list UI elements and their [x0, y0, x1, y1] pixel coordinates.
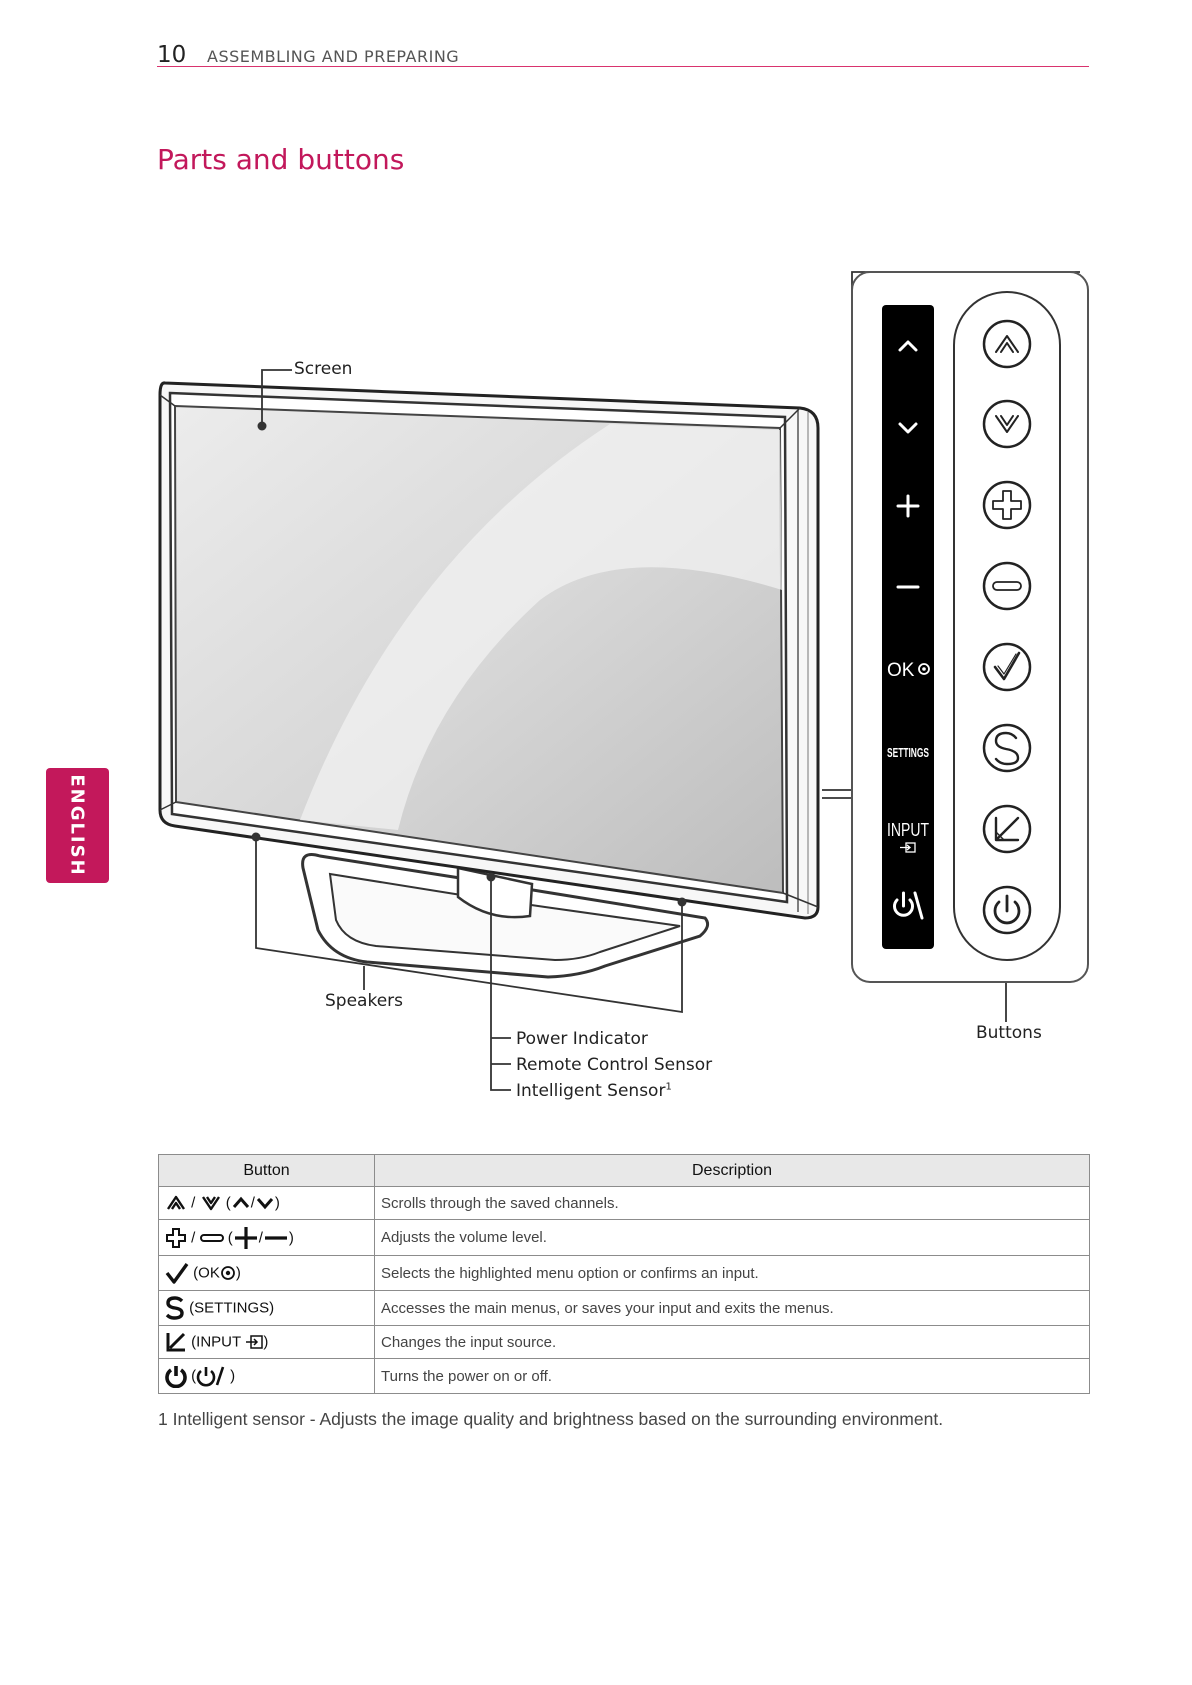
description-cell: Changes the input source.	[374, 1325, 1090, 1359]
column-header-button: Button	[158, 1154, 375, 1187]
label-power-indicator: Power Indicator	[516, 1029, 648, 1049]
input-arrow-icon	[166, 1332, 186, 1352]
label-strip: OK SETTINGS INPUT	[882, 305, 934, 949]
settings-button[interactable]	[982, 723, 1032, 773]
table-row: (INPUT ) Changes the input source.	[158, 1325, 1090, 1359]
table-row: / (/) Scrolls through the saved channels…	[158, 1186, 1090, 1220]
label-speakers: Speakers	[325, 991, 404, 1011]
double-down-chevron-icon	[995, 415, 1019, 433]
tv-body	[158, 381, 820, 920]
column-header-description: Description	[374, 1154, 1090, 1187]
strip-input-icon	[900, 842, 916, 853]
button-cell: / (/)	[158, 1186, 375, 1220]
label-intelligent-sensor: Intelligent Sensor1	[516, 1081, 672, 1101]
outlined-plus-icon	[992, 490, 1022, 520]
strip-power-icon	[893, 891, 924, 920]
up-chevron-icon	[232, 1196, 249, 1208]
button-cell: / (/)	[158, 1219, 375, 1256]
section-title: ASSEMBLING AND PREPARING	[207, 47, 460, 66]
minus-icon	[264, 1235, 287, 1240]
input-button[interactable]	[982, 804, 1032, 854]
description-cell: Scrolls through the saved channels.	[374, 1186, 1090, 1220]
s-icon	[165, 1296, 184, 1320]
tv-stand	[301, 853, 710, 979]
button-description-table: Button Description / (/) Scrolls through…	[158, 1154, 1090, 1394]
strip-ok-dot-icon	[918, 663, 930, 675]
footnote: 1 Intelligent sensor - Adjusts the image…	[158, 1409, 944, 1429]
strip-input-label: INPUT	[887, 820, 929, 840]
down-chevron-icon	[256, 1198, 273, 1210]
check-icon	[993, 651, 1021, 681]
description-cell: Adjusts the volume level.	[374, 1219, 1090, 1256]
strip-ok-label: OK	[887, 660, 915, 681]
button-cell: (OK)	[158, 1255, 375, 1291]
strip-up-icon	[898, 340, 918, 352]
description-cell: Selects the highlighted menu option or c…	[374, 1255, 1090, 1291]
outlined-plus-icon	[166, 1227, 186, 1248]
channel-down-button[interactable]	[982, 399, 1032, 449]
table-row: (OK) Selects the highlighted menu option…	[158, 1255, 1090, 1291]
check-icon	[165, 1263, 189, 1284]
strip-plus-icon	[896, 494, 920, 518]
input-arrow-icon	[994, 816, 1020, 842]
table-row: () Turns the power on or off.	[158, 1358, 1090, 1394]
table-header-row: Button Description	[158, 1154, 1090, 1187]
ok-dot-icon	[220, 1266, 235, 1280]
ok-button[interactable]	[982, 642, 1032, 692]
button-cell: ()	[158, 1358, 375, 1394]
volume-down-button[interactable]	[982, 561, 1032, 611]
strip-down-icon	[898, 422, 918, 434]
outlined-minus-icon	[199, 1233, 224, 1242]
button-cell: (INPUT )	[158, 1325, 375, 1359]
strip-settings-label: SETTINGS	[887, 745, 929, 760]
tv-illustration: OK SETTINGS INPUT	[158, 271, 1089, 1091]
table-row: (SETTINGS) Accesses the main menus, or s…	[158, 1290, 1090, 1326]
s-icon	[994, 731, 1020, 766]
input-source-icon	[246, 1335, 264, 1349]
double-up-chevron-icon	[167, 1195, 185, 1210]
volume-up-button[interactable]	[982, 480, 1032, 530]
channel-up-button[interactable]	[982, 319, 1032, 369]
power-icon	[993, 894, 1021, 925]
label-screen: Screen	[294, 359, 353, 379]
table-row: / (/) Adjusts the volume level.	[158, 1219, 1090, 1256]
description-cell: Turns the power on or off.	[374, 1358, 1090, 1394]
footnote-marker: 1	[665, 1081, 672, 1093]
label-remote-control-sensor: Remote Control Sensor	[516, 1055, 713, 1075]
button-cell: (SETTINGS)	[158, 1290, 375, 1326]
double-down-chevron-icon	[201, 1196, 220, 1211]
power-button[interactable]	[982, 885, 1032, 935]
power-icon	[196, 1366, 225, 1387]
outlined-minus-icon	[992, 581, 1022, 591]
description-cell: Accesses the main menus, or saves your i…	[374, 1290, 1090, 1326]
page-number: 10	[157, 42, 187, 68]
intelligent-sensor-text: Intelligent Sensor	[516, 1081, 666, 1101]
label-buttons: Buttons	[976, 1023, 1042, 1043]
button-column	[953, 291, 1061, 961]
double-up-chevron-icon	[995, 335, 1019, 353]
page-heading: Parts and buttons	[157, 143, 405, 176]
language-tab: ENGLISH	[46, 768, 109, 883]
power-button-icon	[165, 1366, 187, 1388]
page-header: 10 ASSEMBLING AND PREPARING	[157, 40, 1089, 68]
plus-icon	[234, 1226, 257, 1249]
